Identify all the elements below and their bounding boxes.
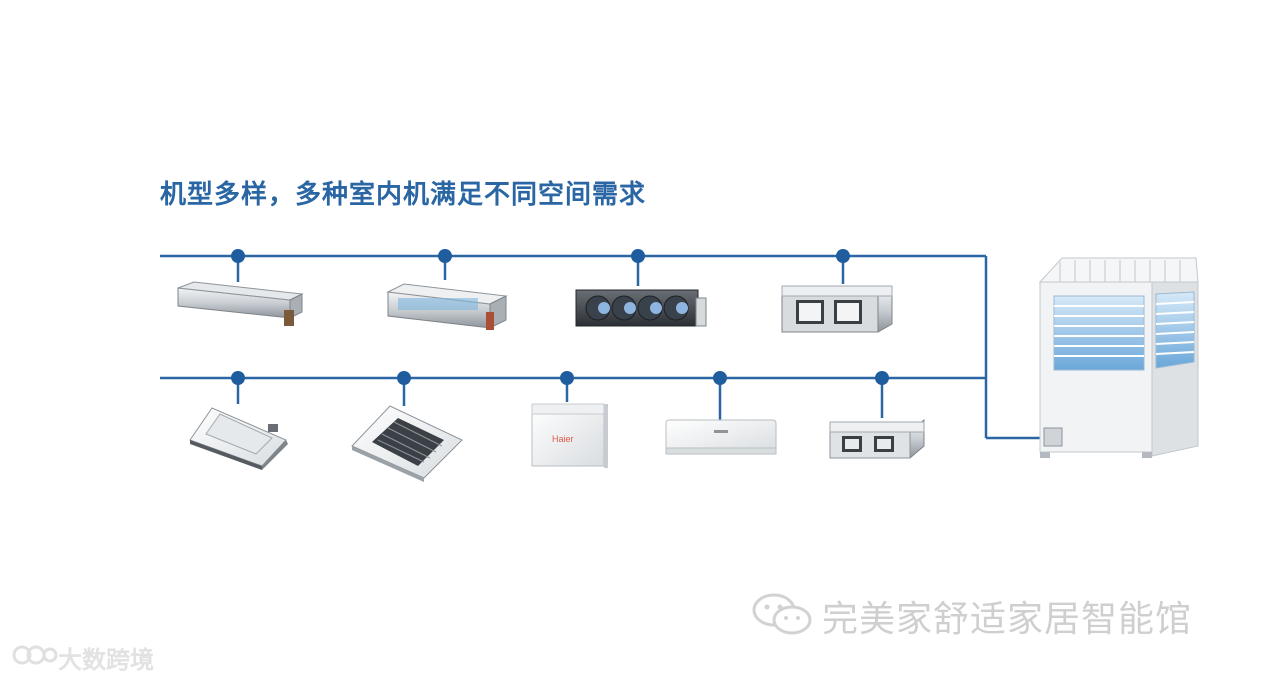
wechat-icon [752,593,812,635]
slim-duct-unit-icon [177,281,304,326]
brand-watermark-text: 大数跨境 [58,646,154,674]
outdoor-vrf-unit-icon [1038,257,1199,458]
node [875,371,889,385]
large-duct-unit-icon [781,285,893,333]
node [836,249,850,263]
high-static-duct-unit-icon [575,289,707,327]
floor-ceiling-unit-icon: Haier [531,403,608,468]
node [231,249,245,263]
node [560,371,574,385]
diagram-title: 机型多样，多种室内机满足不同空间需求 [160,180,647,210]
wall-mounted-unit-icon [665,419,777,455]
duct-unit-icon [386,283,508,330]
node [231,371,245,385]
brand-logo-icon [12,645,58,665]
fresh-air-unit-icon [829,418,925,459]
four-way-cassette-icon [351,405,463,482]
svg-text:Haier: Haier [552,434,574,444]
pipe-nodes [231,249,889,385]
node [713,371,727,385]
one-way-cassette-icon [189,407,288,470]
node [397,371,411,385]
node [631,249,645,263]
wechat-watermark-text: 完美家舒适家居智能馆 [822,599,1193,640]
node [438,249,452,263]
